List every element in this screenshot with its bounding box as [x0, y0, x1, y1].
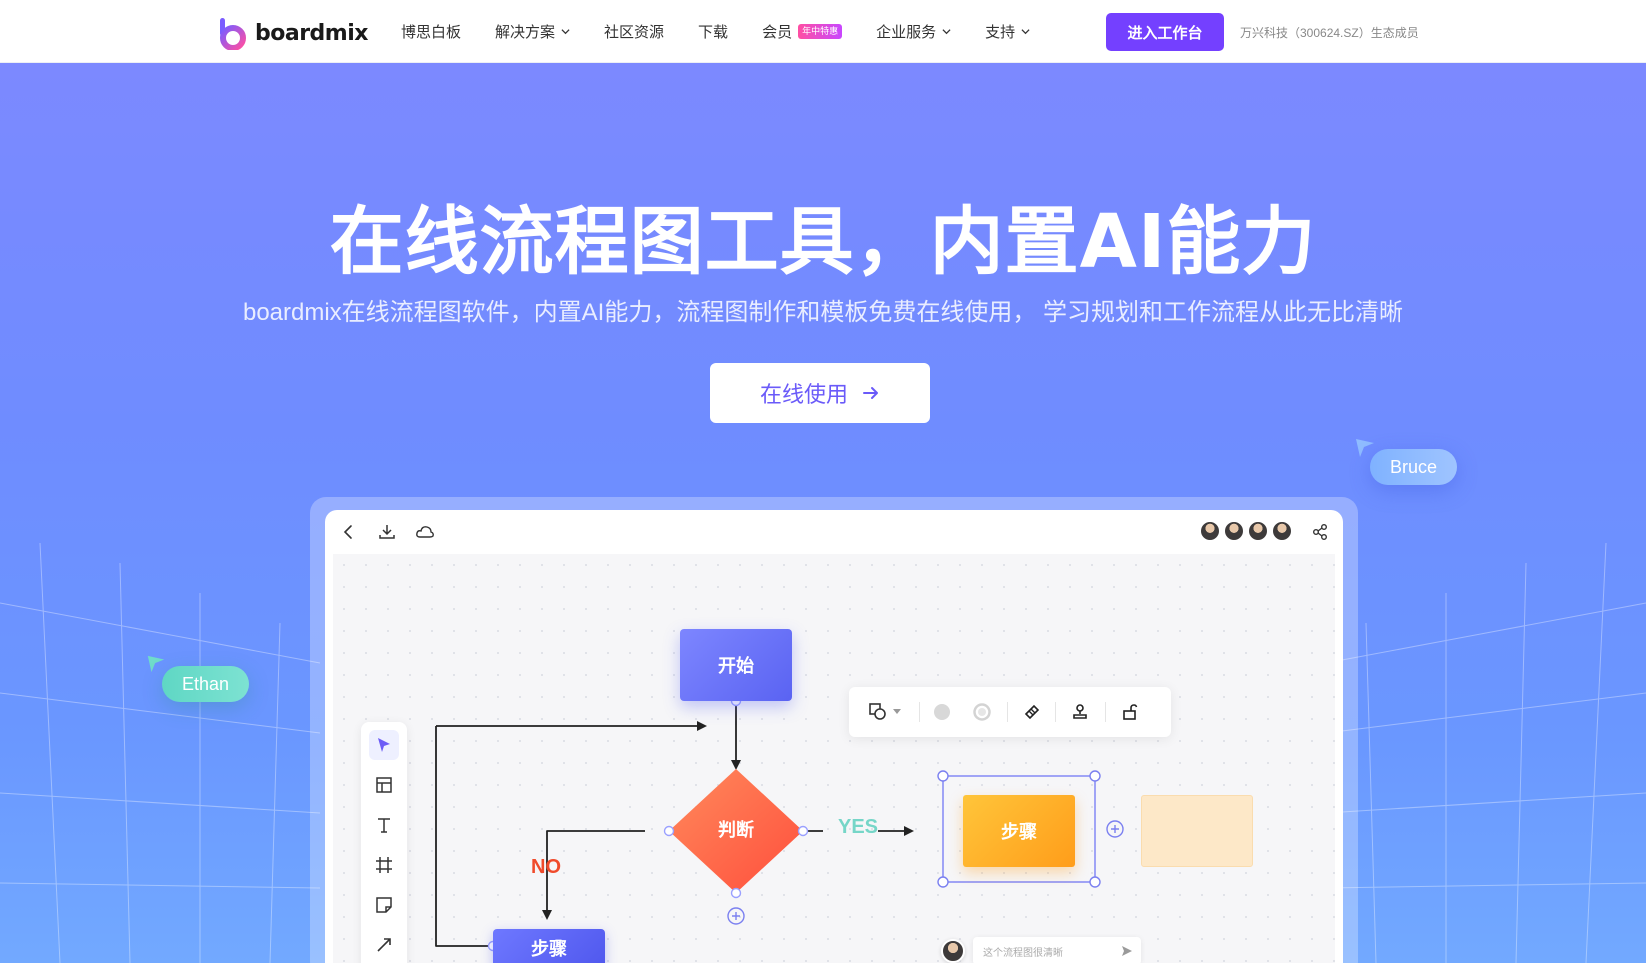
app-preview: 开始 判断 YES NO 步骤 步骤 — [325, 510, 1343, 963]
nav-label: 企业服务 — [876, 24, 937, 41]
nav-label: 下载 — [698, 24, 729, 41]
brand-name: boardmix — [255, 20, 368, 46]
cloud-icon[interactable] — [415, 522, 435, 542]
lock-icon[interactable] — [1119, 701, 1141, 723]
stamp-icon[interactable] — [1069, 701, 1091, 723]
flow-node-step-no[interactable]: 步骤 — [493, 929, 605, 963]
top-navigation: boardmix 博思白板 解决方案 社区资源 下载 会员 年中特惠 企业服务 … — [0, 0, 1646, 63]
brand-logo[interactable]: boardmix — [218, 16, 368, 50]
sticky-note-tool[interactable] — [369, 890, 399, 920]
nav-item-whiteboard[interactable]: 博思白板 — [401, 21, 461, 42]
nav-label: 解决方案 — [495, 24, 556, 41]
frame-tool[interactable] — [369, 850, 399, 880]
connector-icon — [377, 938, 391, 952]
flow-node-step-yes[interactable]: 步骤 — [963, 795, 1075, 867]
nav-item-enterprise[interactable]: 企业服务 — [876, 21, 951, 42]
share-icon[interactable] — [1310, 522, 1330, 542]
nav-label: 支持 — [985, 24, 1016, 41]
nav-menu: 博思白板 解决方案 社区资源 下载 会员 年中特惠 企业服务 支持 — [401, 0, 1064, 63]
decision-diamond — [669, 769, 803, 893]
app-topbar — [325, 510, 1343, 554]
avatar[interactable] — [1224, 521, 1244, 541]
divider — [1055, 702, 1056, 722]
send-icon[interactable] — [1121, 945, 1133, 957]
avatar[interactable] — [1272, 521, 1292, 541]
try-online-label: 在线使用 — [759, 382, 848, 407]
nav-label: 社区资源 — [604, 24, 665, 41]
nav-item-support[interactable]: 支持 — [985, 21, 1030, 42]
arrow-right-icon — [863, 387, 878, 399]
flow-node-start[interactable]: 开始 — [680, 629, 792, 701]
chevron-down-icon — [942, 29, 951, 35]
flow-node-ghost-preview[interactable] — [1141, 795, 1253, 867]
cursor-pointer-icon — [147, 655, 165, 673]
comment-text: 这个流程图很清晰 — [983, 947, 1063, 959]
nav-item-download[interactable]: 下载 — [698, 21, 728, 42]
comment-bubble: 这个流程图很清晰 — [941, 936, 1141, 963]
nav-item-membership[interactable]: 会员 年中特惠 — [762, 21, 843, 42]
left-tool-palette — [361, 722, 407, 963]
collaborator-avatars — [1200, 521, 1292, 541]
cursor-tag-ethan: Ethan — [162, 666, 250, 702]
boardmix-logo-icon — [220, 18, 246, 50]
decorative-grid-left — [0, 543, 320, 963]
chevron-down-icon — [1021, 29, 1030, 35]
download-icon[interactable] — [377, 522, 397, 542]
back-icon[interactable] — [339, 522, 359, 542]
cursor-pointer-icon — [1356, 439, 1374, 457]
nav-label: 博思白板 — [401, 24, 462, 41]
chevron-down-icon — [561, 29, 570, 35]
nav-label: 会员 — [762, 24, 793, 41]
text-icon — [378, 818, 390, 833]
flow-connectors — [435, 695, 1124, 952]
flow-node-decision[interactable]: 判断 — [718, 820, 754, 840]
pointer-tool[interactable] — [369, 730, 399, 760]
sticky-note-icon — [376, 897, 392, 913]
shape-context-toolbar — [849, 687, 1171, 737]
pointer-icon — [378, 738, 390, 752]
shape-icon[interactable] — [867, 701, 889, 723]
style-icon[interactable] — [1021, 701, 1043, 723]
cursor-tag-bruce: Bruce — [1370, 449, 1458, 485]
text-tool[interactable] — [369, 810, 399, 840]
frame-icon — [376, 857, 392, 873]
nav-item-community[interactable]: 社区资源 — [604, 21, 664, 42]
connector-tool[interactable] — [369, 930, 399, 960]
avatar[interactable] — [1248, 521, 1268, 541]
branch-label-yes: YES — [838, 816, 879, 838]
template-tool[interactable] — [369, 770, 399, 800]
enter-workspace-button[interactable]: 进入工作台 — [1106, 13, 1224, 51]
promo-badge: 年中特惠 — [798, 24, 843, 39]
comment-input[interactable]: 这个流程图很清晰 — [973, 937, 1141, 963]
divider — [1007, 702, 1008, 722]
avatar[interactable] — [1200, 521, 1220, 541]
nav-item-solutions[interactable]: 解决方案 — [495, 21, 570, 42]
try-online-button[interactable]: 在线使用 — [710, 363, 930, 423]
divider — [919, 702, 920, 722]
chevron-down-icon[interactable] — [893, 709, 901, 715]
ecosystem-note: 万兴科技（300624.SZ）生态成员 — [1240, 26, 1419, 40]
hero-subtitle: boardmix在线流程图软件，内置AI能力，流程图制作和模板免费在线使用， 学… — [242, 299, 1404, 326]
divider — [1105, 702, 1106, 722]
stroke-icon[interactable] — [971, 701, 993, 723]
fill-icon[interactable] — [931, 701, 953, 723]
branch-label-no: NO — [531, 856, 561, 878]
hero-title: 在线流程图工具，内置AI能力 — [329, 199, 1317, 285]
decorative-grid-right — [1326, 543, 1646, 963]
avatar — [941, 939, 965, 963]
whiteboard-canvas[interactable]: 开始 判断 YES NO 步骤 步骤 — [333, 554, 1335, 963]
template-icon — [376, 777, 392, 793]
